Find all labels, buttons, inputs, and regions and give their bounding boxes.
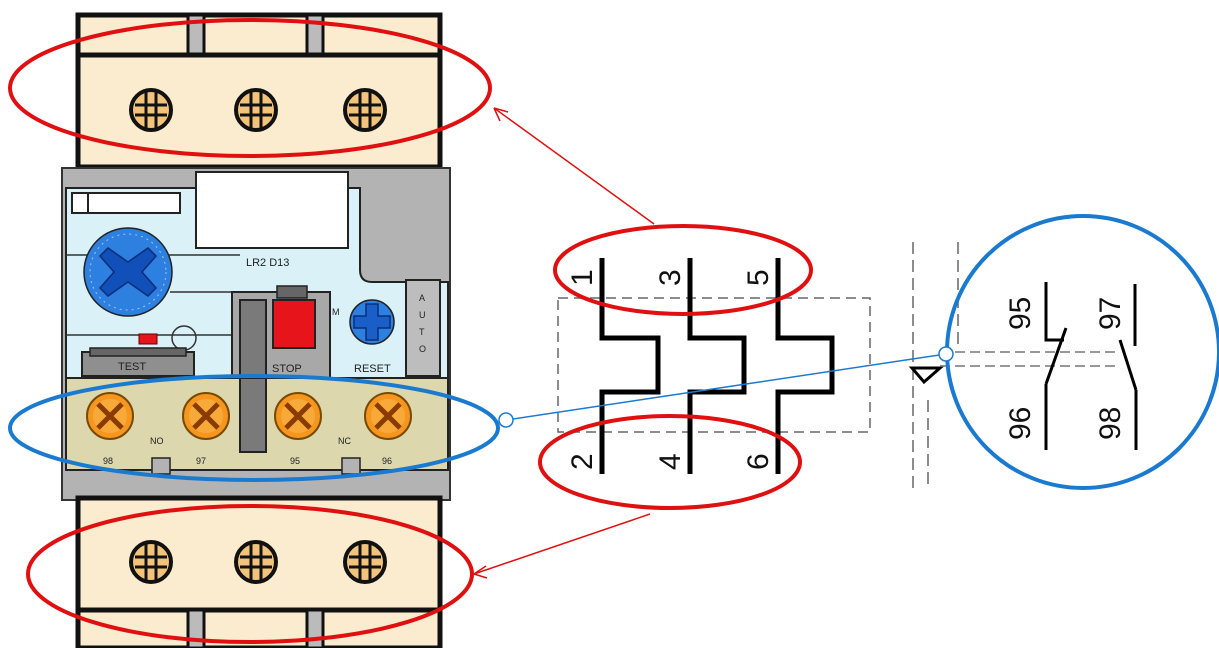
- nc-contact-95-96: [1044, 282, 1068, 450]
- terminal-label-3: 3: [654, 269, 687, 286]
- aux-label-98: 98: [1094, 407, 1127, 440]
- aux-terminal-96-label: 96: [382, 456, 392, 466]
- aux-label-97: 97: [1094, 297, 1127, 330]
- terminal-label-2: 2: [566, 453, 599, 470]
- current-adjust-dial[interactable]: [83, 227, 173, 317]
- thermal-element-box: [557, 297, 871, 433]
- terminal-label-6: 6: [742, 453, 775, 470]
- red-arrow-top: [493, 107, 655, 225]
- stop-button[interactable]: [272, 299, 316, 349]
- test-button[interactable]: TEST: [81, 347, 195, 377]
- top-terminals-highlight: [8, 18, 492, 158]
- blue-connector: [498, 346, 954, 428]
- aux-terminal-98-label: 98: [103, 456, 113, 466]
- aux-nc-label: NC: [338, 436, 351, 446]
- top-screw-1: [129, 88, 173, 132]
- top-screw-2: [234, 88, 278, 132]
- red-arrow-bottom: [473, 513, 651, 579]
- bottom-screw-1: [129, 540, 173, 584]
- aux-screw-98[interactable]: [86, 392, 134, 440]
- stop-label: STOP: [272, 363, 302, 375]
- model-label: LR2 D13: [246, 257, 289, 269]
- auto-letter-o: O: [419, 344, 426, 354]
- schematic-top-highlight: [553, 224, 813, 316]
- auto-letter-t: T: [419, 327, 425, 337]
- bottom-terminals-highlight: [26, 504, 474, 644]
- window-cover: [195, 171, 349, 249]
- heater-pole-1: [599, 258, 661, 474]
- terminal-label-5: 5: [742, 269, 775, 286]
- no-contact-97-98: [1118, 284, 1138, 450]
- aux-label-96: 96: [1004, 407, 1037, 440]
- bottom-screw-2: [234, 540, 278, 584]
- test-label: TEST: [118, 361, 146, 373]
- aux-terminal-95-label: 95: [290, 456, 300, 466]
- aux-terminals-highlight: [8, 374, 500, 482]
- label-plate: [71, 192, 181, 214]
- heater-pole-2: [687, 258, 747, 474]
- thermal-overload-relay: LR2 D13 TEST STOP M RESET: [61, 12, 451, 648]
- trip-indicator: [138, 333, 158, 345]
- aux-contacts-schematic: 95 96 97 98: [908, 242, 1138, 488]
- terminal-label-1: 1: [566, 269, 599, 286]
- bottom-screw-3: [343, 540, 387, 584]
- aux-terminal-97-label: 97: [196, 456, 206, 466]
- reset-label: RESET: [354, 363, 391, 375]
- auto-strip: [405, 279, 441, 377]
- reset-button[interactable]: [349, 299, 395, 345]
- terminal-label-4: 4: [654, 453, 687, 470]
- thermal-trip-symbol: [908, 366, 944, 385]
- aux-label-95: 95: [1004, 297, 1037, 330]
- auto-letter-a: A: [419, 293, 425, 303]
- top-screw-3: [343, 88, 387, 132]
- mode-m-label: M: [332, 307, 340, 317]
- aux-screw-96[interactable]: [364, 392, 412, 440]
- schematic-bottom-highlight: [538, 414, 802, 510]
- aux-screw-95[interactable]: [274, 392, 322, 440]
- power-contacts-schematic: 1 3 5 2 4 6: [557, 258, 871, 474]
- aux-screw-97[interactable]: [182, 392, 230, 440]
- heater-pole-3: [775, 258, 835, 474]
- auto-letter-u: U: [419, 310, 426, 320]
- aux-no-label: NO: [150, 436, 164, 446]
